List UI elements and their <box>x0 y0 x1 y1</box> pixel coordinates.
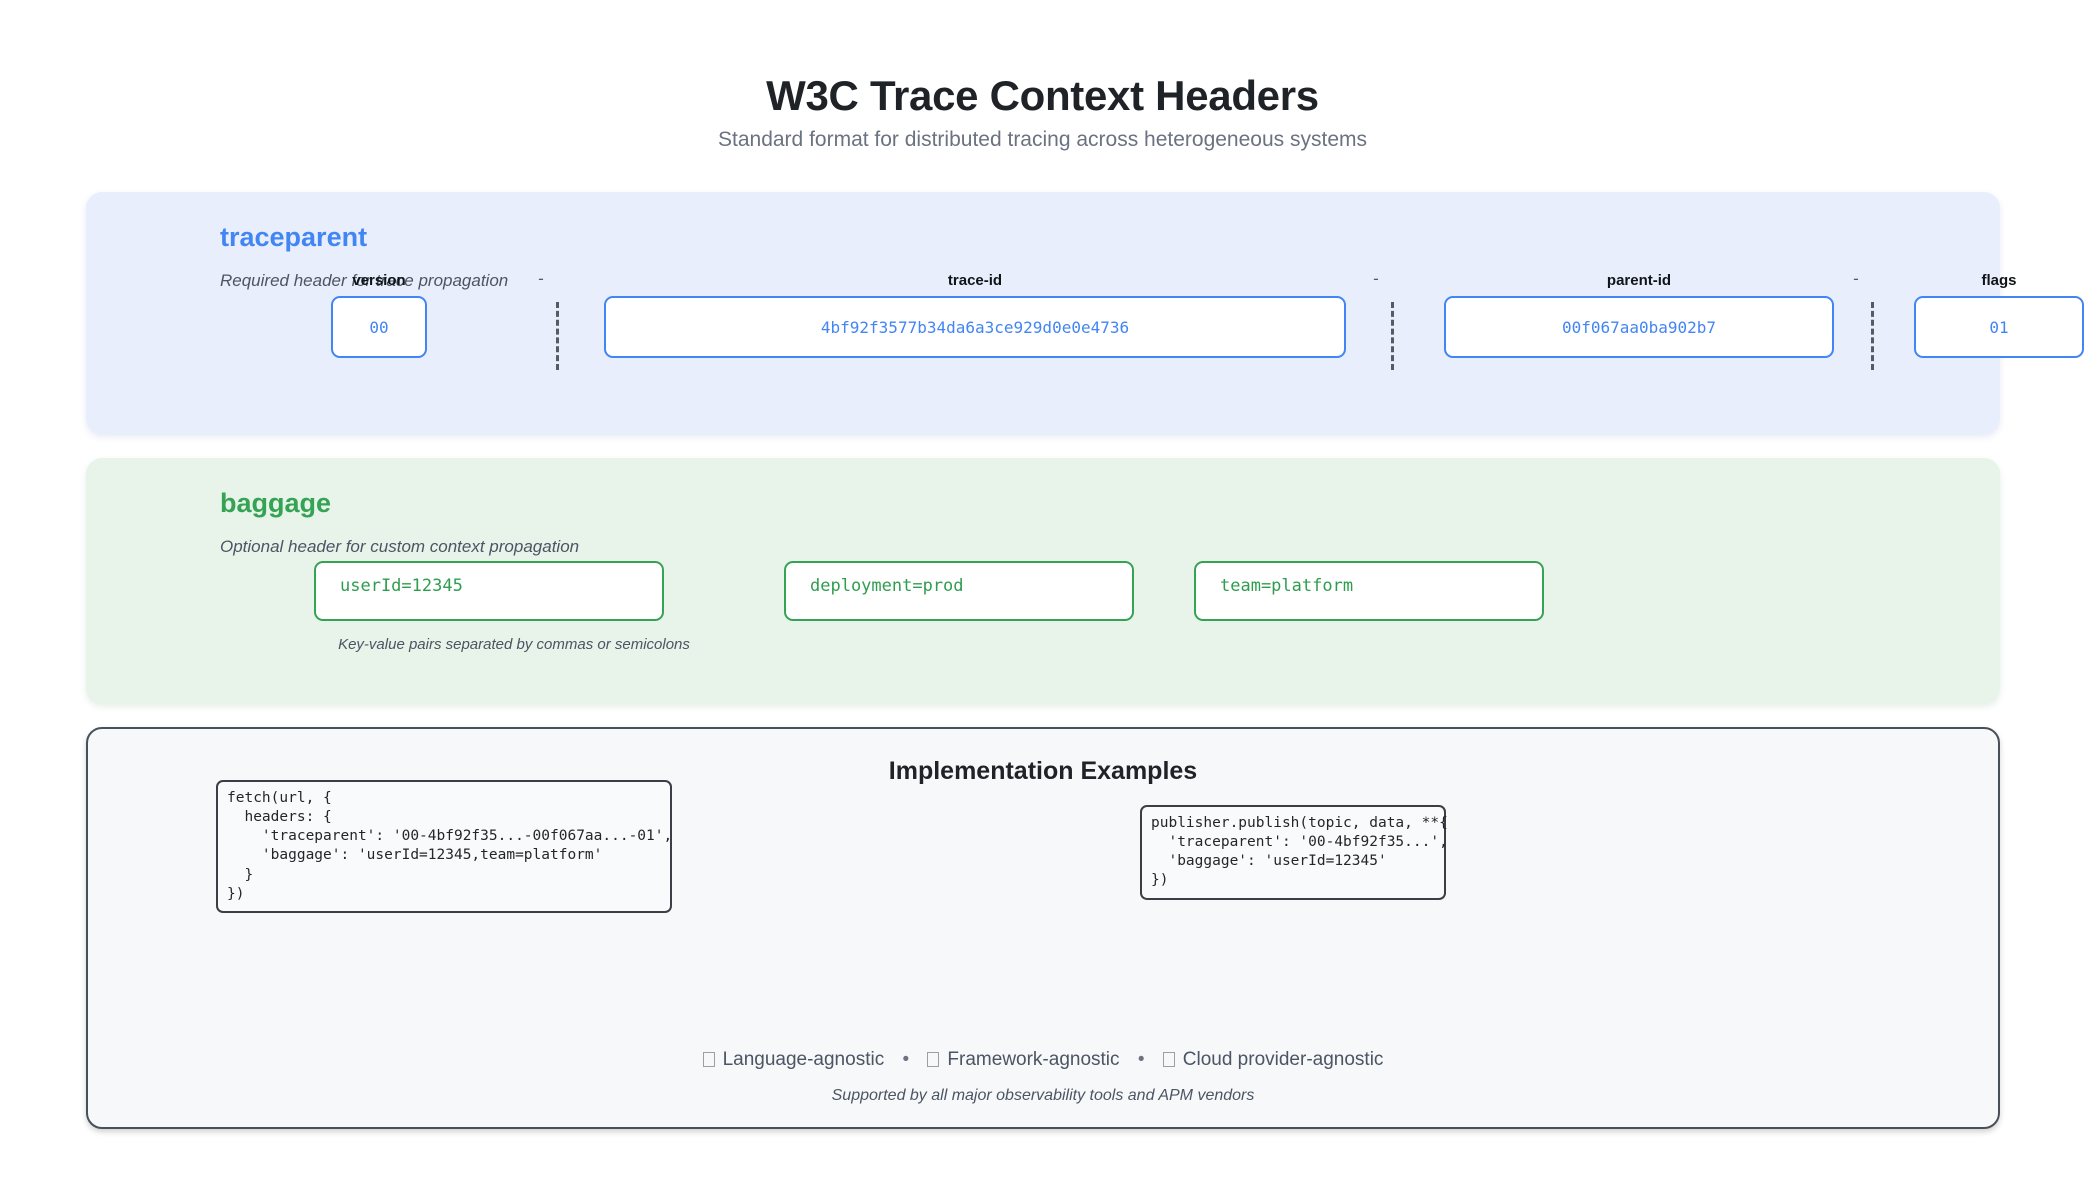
field-label-flags: flags <box>1981 272 2017 289</box>
baggage-item[interactable]: deployment=prod <box>784 561 1134 621</box>
examples-footnote: Supported by all major observability too… <box>831 1087 1255 1104</box>
field-value-flags[interactable]: 01 <box>1914 296 2084 358</box>
badge-label: Framework-agnostic <box>947 1049 1120 1070</box>
field-value-version[interactable]: 00 <box>331 296 427 358</box>
separator-dash-1: - <box>538 269 544 288</box>
baggage-item[interactable]: team=platform <box>1194 561 1544 621</box>
badge-cloud-provider-agnostic: Cloud provider-agnostic <box>1162 1049 1384 1070</box>
separator-line-2 <box>1391 302 1394 370</box>
separator-dash-2: - <box>1373 269 1379 288</box>
field-label-version: version <box>352 272 406 289</box>
baggage-header-name: baggage <box>220 488 332 518</box>
traceparent-header-name: traceparent <box>220 222 368 252</box>
baggage-note: Key-value pairs separated by commas or s… <box>338 636 690 653</box>
field-value-trace-id[interactable]: 4bf92f3577b34da6a3ce929d0e0e4736 <box>604 296 1346 358</box>
badge-separator: • <box>902 1049 910 1070</box>
agnostic-badges: Language-agnostic • Framework-agnostic •… <box>88 1049 1998 1071</box>
check-box-icon <box>927 1052 940 1067</box>
badge-label: Cloud provider-agnostic <box>1182 1049 1384 1070</box>
traceparent-fields: version 00 - trace-id 4bf92f3577b34da6a3… <box>86 192 2084 434</box>
badge-separator: • <box>1137 1049 1145 1070</box>
check-box-icon <box>702 1052 715 1067</box>
field-label-trace-id: trace-id <box>947 272 1003 289</box>
baggage-item[interactable]: userId=12345 <box>314 561 664 621</box>
baggage-panel: baggage Optional header for custom conte… <box>86 458 2000 704</box>
examples-title: Implementation Examples <box>888 757 1198 785</box>
field-value-parent-id[interactable]: 00f067aa0ba902b7 <box>1444 296 1834 358</box>
traceparent-description: Required header for trace propagation <box>220 271 509 290</box>
page-header: W3C Trace Context Headers Standard forma… <box>0 0 2085 152</box>
separator-line-1 <box>556 302 559 370</box>
traceparent-panel: traceparent Required header for trace pr… <box>86 192 2084 434</box>
badge-framework-agnostic: Framework-agnostic <box>927 1049 1120 1070</box>
badge-label: Language-agnostic <box>722 1049 885 1070</box>
baggage-description: Optional header for custom context propa… <box>220 537 580 556</box>
separator-dash-3: - <box>1853 269 1859 288</box>
separator-line-3 <box>1871 302 1874 370</box>
page-subtitle: Standard format for distributed tracing … <box>718 128 1367 151</box>
page-title: W3C Trace Context Headers <box>766 72 1319 119</box>
badge-language-agnostic: Language-agnostic <box>702 1049 885 1070</box>
implementation-examples-panel: Implementation Examples HTTP Request fet… <box>86 727 2000 1129</box>
check-box-icon <box>1162 1052 1175 1067</box>
code-block-http-request[interactable]: fetch(url, { headers: { 'traceparent': '… <box>216 780 672 913</box>
field-label-parent-id: parent-id <box>1606 272 1672 289</box>
code-block-pubsub-message[interactable]: publisher.publish(topic, data, **{ 'trac… <box>1140 805 1448 900</box>
